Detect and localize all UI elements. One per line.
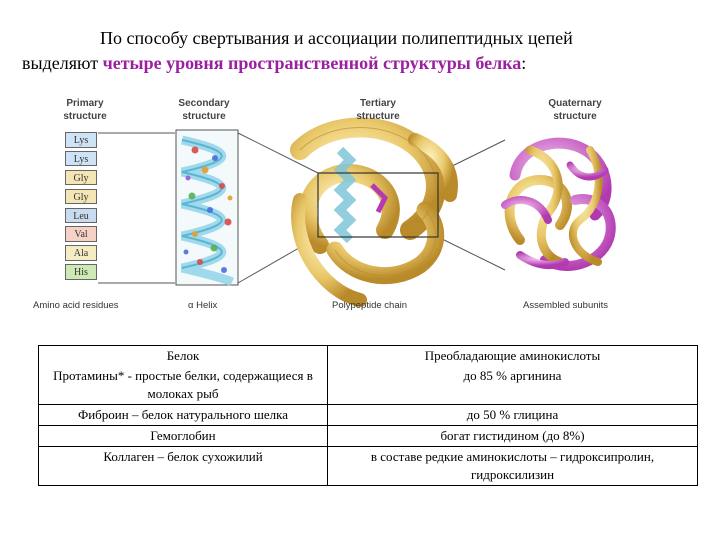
- intro-line-2: выделяют четыре уровня пространственной …: [22, 53, 527, 73]
- residue: Lys: [65, 132, 97, 148]
- table-cell-amino: до 85 % аргинина: [327, 366, 698, 405]
- table-cell-amino: в составе редкие аминокислоты – гидрокси…: [327, 446, 698, 486]
- tertiary-chain-graphic: [290, 117, 458, 307]
- caption-assembled-subunits: Assembled subunits: [523, 300, 609, 311]
- amino-acid-table: Белок Преобладающие аминокислоты Протами…: [38, 345, 698, 486]
- table-row: Протамины* - простые белки, содержащиеся…: [38, 366, 698, 405]
- residue: Lys: [65, 150, 97, 167]
- intro-highlight: четыре уровня пространственной структуры…: [102, 53, 522, 73]
- residue: Gly: [65, 169, 97, 186]
- intro-line-1: По способу свертывания и ассоциации поли…: [100, 28, 573, 48]
- caption-alpha-helix: α Helix: [188, 300, 218, 311]
- caption-polypeptide-chain: Polypeptide chain: [332, 300, 407, 311]
- caption-amino-acid-residues: Amino acid residues: [33, 300, 119, 311]
- table-cell-protein: Протамины* - простые белки, содержащиеся…: [38, 366, 328, 405]
- table-row: Гемоглобин богат гистидином (до 8%): [38, 425, 698, 447]
- table-header-cell: Белок: [38, 345, 328, 366]
- table-row: Коллаген – белок сухожилий в составе ред…: [38, 446, 698, 486]
- label-secondary-structure: Secondary structure: [178, 98, 230, 122]
- residue: Val: [65, 226, 97, 242]
- table-cell-amino: до 50 % глицина: [327, 404, 698, 426]
- table-header-row: Белок Преобладающие аминокислоты: [38, 345, 698, 366]
- table-header-cell: Преобладающие аминокислоты: [327, 345, 698, 366]
- residue: Leu: [65, 207, 97, 224]
- label-tertiary-structure: Tertiary structure: [356, 98, 400, 122]
- intro-text: По способу свертывания и ассоциации поли…: [22, 26, 702, 76]
- label-primary-structure: Primary structure: [63, 98, 107, 122]
- amino-acid-strip: Lys Lys Gly Gly Leu Val Ala His: [65, 132, 97, 283]
- table-cell-amino: богат гистидином (до 8%): [327, 425, 698, 447]
- table-row: Фиброин – белок натурального шелка до 50…: [38, 404, 698, 426]
- quaternary-subunits-graphic: [501, 137, 616, 271]
- label-quaternary-structure: Quaternary structure: [548, 98, 602, 122]
- residue: Ala: [65, 245, 97, 261]
- residue: Gly: [65, 188, 97, 205]
- residue: His: [65, 264, 97, 280]
- table-cell-protein: Гемоглобин: [38, 425, 328, 447]
- table-cell-protein: Коллаген – белок сухожилий: [38, 446, 328, 486]
- alpha-helix-graphic: [175, 129, 239, 287]
- table-cell-protein: Фиброин – белок натурального шелка: [38, 404, 328, 426]
